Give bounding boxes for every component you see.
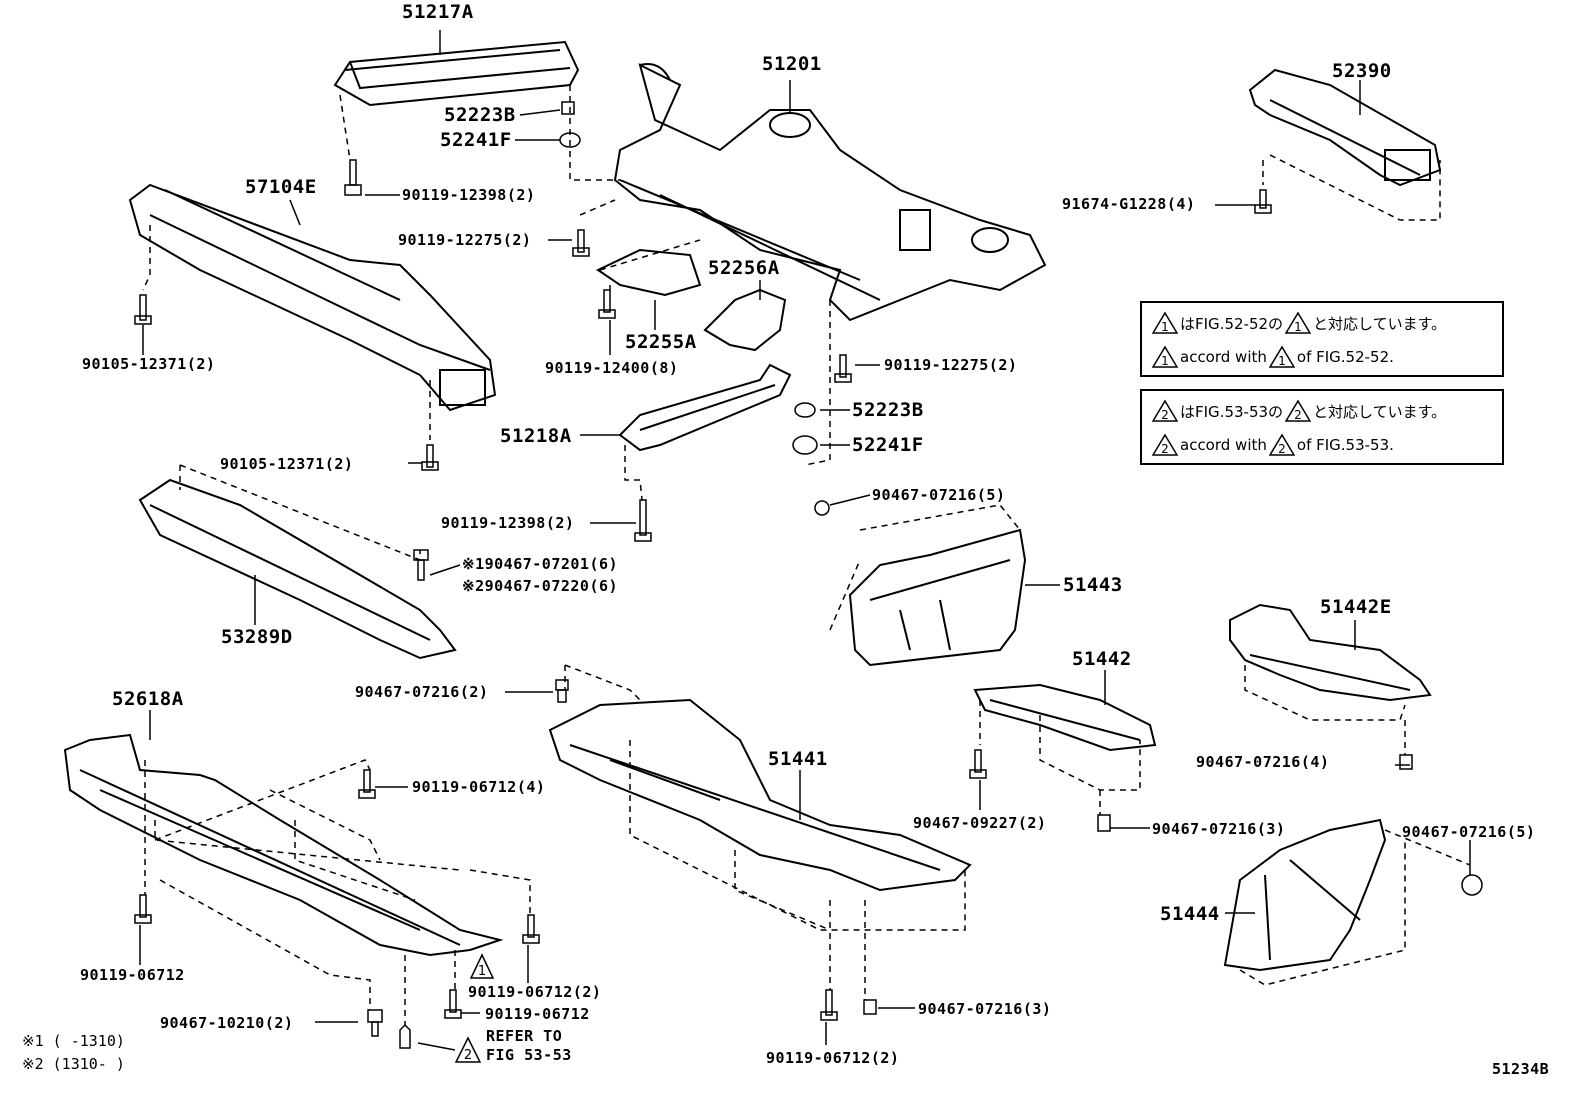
label-90119-12275-left: 90119-12275(2) (398, 231, 532, 249)
label-90119-12400: 90119-12400(8) (545, 359, 679, 377)
label-90467-07216-4: 90467-07216(4) (1196, 753, 1330, 771)
assembly-lines (142, 85, 1471, 1025)
note-box-1-en-row: 1 accord with 1 of FIG.52-52. (1152, 345, 1394, 369)
label-90467-07216-2: 90467-07216(2) (355, 683, 489, 701)
svg-text:2: 2 (1278, 442, 1286, 456)
svg-text:2: 2 (1161, 408, 1169, 422)
triangle-mark-one-icon: 1 (1152, 311, 1178, 334)
svg-text:1: 1 (1278, 354, 1286, 368)
svg-text:1: 1 (1294, 320, 1302, 334)
part-53289d-drawing (138, 478, 457, 660)
triangle-mark-one-icon: 1 (1268, 345, 1295, 368)
part-52255a-drawing (595, 248, 702, 297)
label-90119-06712-b: 90119-06712 (485, 1005, 590, 1023)
svg-text:2: 2 (1294, 408, 1302, 422)
part-51218a-drawing (618, 363, 792, 452)
note-box-fig-52-52: 1 はFIG.52-52の 1 と対応しています。 1 accord with … (1140, 301, 1504, 377)
label-51441: 51441 (768, 748, 828, 770)
label-52618a: 52618A (112, 688, 184, 710)
refer-to-text: REFER TO (486, 1027, 563, 1045)
note-box-1-ja-row: 1 はFIG.52-52の 1 と対応しています。 (1152, 311, 1446, 335)
part-51201-drawing (613, 63, 1047, 322)
label-51442e: 51442E (1320, 596, 1392, 618)
leader-lines (139, 30, 1471, 1051)
label-90119-06712-4: 90119-06712(4) (412, 778, 546, 796)
label-90119-12398-mid: 90119-12398(2) (441, 514, 575, 532)
label-52241f-top: 52241F (440, 129, 512, 151)
triangle-mark-one-icon: 1 (1285, 311, 1312, 334)
note-box-2-en-a: accord with (1180, 436, 1267, 454)
triangle-mark-two-icon: 2 (1268, 433, 1295, 456)
label-91674-g1228: 91674-G1228(4) (1062, 195, 1196, 213)
label-51217a: 51217A (402, 1, 474, 23)
part-51442e-drawing (1229, 603, 1432, 702)
triangle-mark-one-icon: 1 (1152, 345, 1178, 368)
svg-text:2: 2 (1161, 442, 1169, 456)
triangle-mark-two-diagram: 2 (454, 1036, 482, 1063)
label-51201: 51201 (762, 53, 822, 75)
triangle-mark-two-icon: 2 (1285, 399, 1312, 422)
label-52241f-mid: 52241F (852, 434, 924, 456)
label-90119-06712-2a: 90119-06712(2) (468, 983, 602, 1001)
label-52223b-mid: 52223B (852, 399, 924, 421)
part-51442-drawing (973, 683, 1157, 752)
svg-text:1: 1 (1161, 320, 1169, 334)
label-90105-12371-b: 90105-12371(2) (220, 455, 354, 473)
part-52256a-drawing (703, 288, 787, 352)
refer-fig-text: FIG 53-53 (486, 1046, 572, 1064)
note-box-1-en-a: accord with (1180, 348, 1267, 366)
label-90467-10210: 90467-10210(2) (160, 1014, 294, 1032)
label-57104e: 57104E (245, 176, 317, 198)
note-box-1-ja-b: と対応しています。 (1313, 314, 1447, 333)
label-90105-12371-a: 90105-12371(2) (82, 355, 216, 373)
part-57104e-drawing (128, 183, 497, 412)
note-box-2-ja-b: と対応しています。 (1313, 402, 1447, 421)
figure-id: 51234B (1492, 1060, 1550, 1078)
label-90119-12398-top: 90119-12398(2) (402, 186, 536, 204)
label-90119-12275-right: 90119-12275(2) (884, 356, 1018, 374)
triangle-mark-one-text: 1 (478, 964, 486, 979)
note-box-2-ja-row: 2 はFIG.53-53の 2 と対応しています。 (1152, 399, 1446, 423)
label-51444: 51444 (1160, 903, 1220, 925)
part-52390-drawing (1248, 68, 1442, 187)
note-box-1-ja-a: はFIG.52-52の (1180, 314, 1284, 333)
part-52618a-drawing (63, 733, 504, 957)
part-51441-drawing (548, 698, 972, 892)
triangle-mark-one-diagram: 1 (469, 953, 495, 979)
label-90467-09227: 90467-09227(2) (913, 814, 1047, 832)
label-51442: 51442 (1072, 648, 1132, 670)
part-51444-drawing (1223, 818, 1387, 972)
label-90467-07216-5b: 90467-07216(5) (1402, 823, 1536, 841)
label-52256a: 52256A (708, 257, 780, 279)
label-90119-06712-2b: 90119-06712(2) (766, 1049, 900, 1067)
label-51218a: 51218A (500, 425, 572, 447)
label-90467-07220: ※290467-07220(6) (462, 577, 619, 595)
label-90467-07201: ※190467-07201(6) (462, 555, 619, 573)
label-53289d: 53289D (221, 626, 293, 648)
triangle-mark-two-text: 2 (464, 1048, 472, 1063)
triangle-mark-two-icon: 2 (1152, 399, 1178, 422)
footnote-2: ※2 (1310- ) (22, 1055, 125, 1073)
note-box-2-en-b: of FIG.53-53. (1296, 436, 1394, 454)
part-51443-drawing (848, 528, 1027, 667)
svg-text:1: 1 (1161, 354, 1169, 368)
label-90467-07216-3b: 90467-07216(3) (918, 1000, 1052, 1018)
label-52390: 52390 (1332, 60, 1392, 82)
part-51217a-drawing (333, 40, 580, 107)
note-box-2-en-row: 2 accord with 2 of FIG.53-53. (1152, 433, 1394, 457)
label-51443: 51443 (1063, 574, 1123, 596)
footnote-1: ※1 ( -1310) (22, 1032, 125, 1050)
label-90467-07216-3a: 90467-07216(3) (1152, 820, 1286, 838)
note-box-fig-53-53: 2 はFIG.53-53の 2 と対応しています。 2 accord with … (1140, 389, 1504, 465)
triangle-mark-two-icon: 2 (1152, 433, 1178, 456)
note-box-1-en-b: of FIG.52-52. (1296, 348, 1394, 366)
label-52255a: 52255A (625, 331, 697, 353)
label-90119-06712-a: 90119-06712 (80, 966, 185, 984)
label-90467-07216-5a: 90467-07216(5) (872, 486, 1006, 504)
label-52223b-top: 52223B (444, 104, 516, 126)
note-box-2-ja-a: はFIG.53-53の (1180, 402, 1284, 421)
